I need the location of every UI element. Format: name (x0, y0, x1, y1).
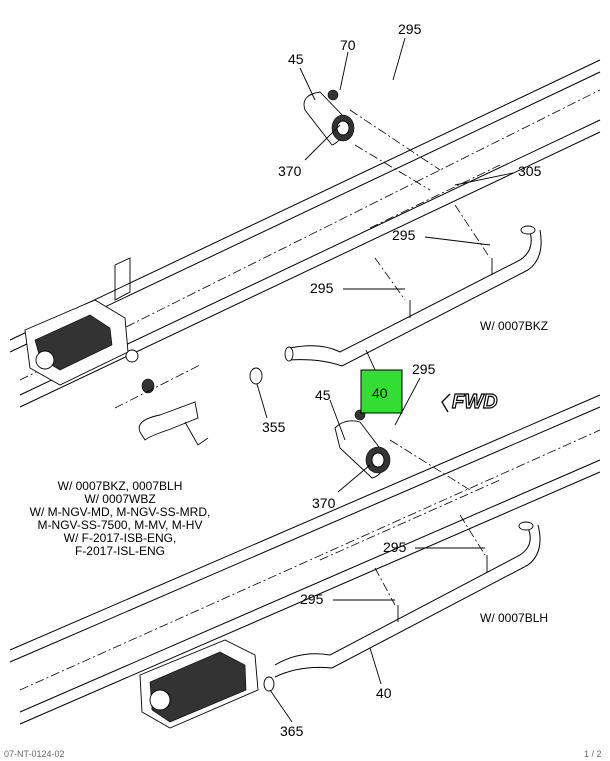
footer-right: 1 / 2 (584, 749, 602, 759)
callout-305: 305 (518, 163, 542, 179)
hanger-bot-1 (374, 567, 396, 606)
frame-rail-bot-1 (9, 394, 601, 651)
highlight-box (360, 369, 403, 414)
callout-45-mid: 45 (315, 387, 331, 403)
callout-295-d: 295 (383, 539, 407, 555)
dpf-bottom (334, 409, 391, 479)
callout-70: 70 (340, 37, 356, 53)
dpf-top-connector-2 (354, 144, 431, 191)
hanger-bot-3 (319, 479, 501, 561)
hanger-top-2 (454, 204, 491, 259)
callout-295-a: 295 (392, 227, 416, 243)
dpf-bot-connector (389, 439, 471, 491)
hanger-top-1 (374, 257, 406, 301)
frame-rail-top-2 (9, 71, 601, 353)
turbo-elbow-top (138, 401, 209, 446)
frame-rail-bot-2 (9, 406, 601, 663)
frame-rail-bot-3 (19, 459, 601, 713)
frame-rail-top-1 (9, 59, 601, 341)
exhaust-pipe-top (284, 225, 542, 367)
callout-295-c: 295 (412, 361, 436, 377)
note-line-2: W/ 0007WBZ (84, 492, 155, 506)
callout-40-highlight: 40 (372, 385, 388, 401)
frame-rail-top-4 (19, 131, 601, 408)
variant-label-bottom: W/ 0007BLH (480, 611, 548, 625)
elbow-top-dash (114, 364, 201, 409)
callout-365: 365 (280, 723, 304, 739)
frame-rail-bot-4 (19, 471, 601, 725)
note-line-4: M-NGV-SS-7500, M-MV, M-HV (38, 518, 203, 532)
applicability-notes: W/ 0007BKZ, 0007BLH W/ 0007WBZ W/ M-NGV-… (30, 479, 211, 558)
callout-295-top: 295 (398, 21, 422, 37)
aftertreatment-bottom (139, 639, 275, 729)
frame-centerline-bot (19, 429, 601, 691)
callout-370-mid: 370 (312, 495, 336, 511)
note-line-3: W/ M-NGV-MD, M-NGV-SS-MRD, (30, 505, 211, 519)
variant-label-top: W/ 0007BKZ (480, 319, 548, 333)
note-line-6: F-2017-ISL-ENG (75, 544, 165, 558)
exhaust-pipe-bottom (274, 521, 541, 678)
footer-left: 07-NT-0124-02 (4, 749, 65, 759)
fwd-arrow: FWD (441, 390, 498, 414)
engine-block-top (24, 257, 139, 386)
hanger-bot-2 (459, 514, 486, 556)
callout-355: 355 (262, 419, 286, 435)
dpf-top-connector (349, 109, 441, 171)
top-assembly (9, 59, 601, 446)
fwd-label: FWD (452, 391, 498, 413)
dpf-top (303, 89, 355, 146)
note-line-5: W/ F-2017-ISB-ENG, (64, 531, 177, 545)
hanger-top-3 (369, 164, 501, 229)
leader-lines (256, 37, 514, 723)
callout-45-top: 45 (288, 51, 304, 67)
note-line-1: W/ 0007BKZ, 0007BLH (58, 479, 183, 493)
callout-295-b: 295 (310, 280, 334, 296)
bottom-assembly (9, 394, 601, 729)
callout-295-e: 295 (300, 591, 324, 607)
clamp-355 (249, 367, 263, 385)
callout-40-bottom: 40 (376, 685, 392, 701)
callout-370-top: 370 (278, 163, 302, 179)
